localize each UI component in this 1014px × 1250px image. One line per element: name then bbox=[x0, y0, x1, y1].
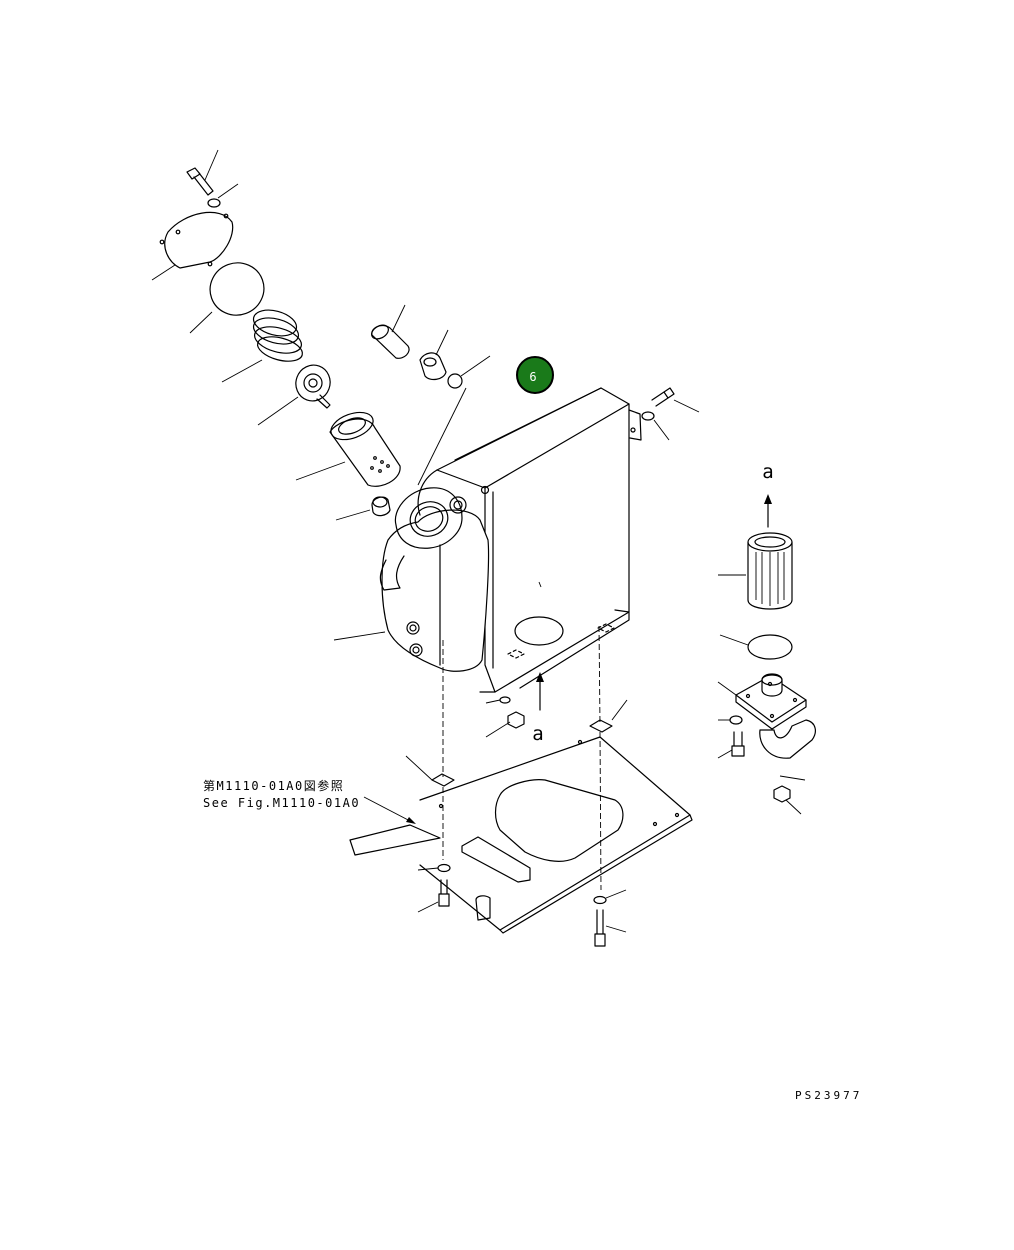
base-frame bbox=[349, 625, 693, 934]
frame-bolt-left bbox=[417, 863, 451, 913]
spring bbox=[221, 309, 303, 383]
reference-note: 第M1110-01A0図参照 See Fig.M1110-01A0 bbox=[203, 778, 360, 812]
mount-oring bbox=[485, 696, 511, 704]
drain-plug bbox=[773, 785, 802, 815]
reference-note-en: See Fig.M1110-01A0 bbox=[203, 796, 361, 810]
cover-bolt bbox=[717, 731, 745, 759]
frame-bolt-right bbox=[593, 889, 627, 947]
view-arrow-bottom: a bbox=[532, 672, 544, 745]
gasket bbox=[189, 262, 265, 334]
tank-bolt bbox=[641, 387, 700, 441]
callout-number: 6 bbox=[529, 370, 536, 384]
view-label-bottom: a bbox=[532, 723, 543, 745]
valve-seat bbox=[257, 364, 331, 426]
adapter-fitting bbox=[419, 329, 449, 381]
hydraulic-tank bbox=[333, 387, 642, 693]
view-label-top: a bbox=[762, 461, 773, 483]
reference-leader bbox=[363, 796, 416, 824]
mount-bolt-left bbox=[485, 711, 525, 738]
strainer-gasket bbox=[719, 634, 793, 660]
strainer-element bbox=[718, 532, 793, 610]
figure-code: PS23977 bbox=[795, 1089, 863, 1102]
filler-plug bbox=[335, 496, 391, 521]
filter-element bbox=[295, 411, 401, 487]
breather-cap bbox=[371, 304, 410, 359]
mounting-bolt bbox=[186, 149, 219, 196]
callout-badge: 6 bbox=[516, 356, 554, 394]
drain-oring bbox=[779, 775, 806, 781]
cover-plate bbox=[151, 211, 234, 281]
reference-note-jp: 第M1110-01A0図参照 bbox=[203, 779, 345, 793]
sight-plug bbox=[417, 355, 491, 486]
cover-washer bbox=[718, 715, 743, 725]
view-arrow-top: a bbox=[762, 461, 774, 528]
washer bbox=[207, 183, 239, 208]
strainer-cover bbox=[717, 673, 816, 759]
